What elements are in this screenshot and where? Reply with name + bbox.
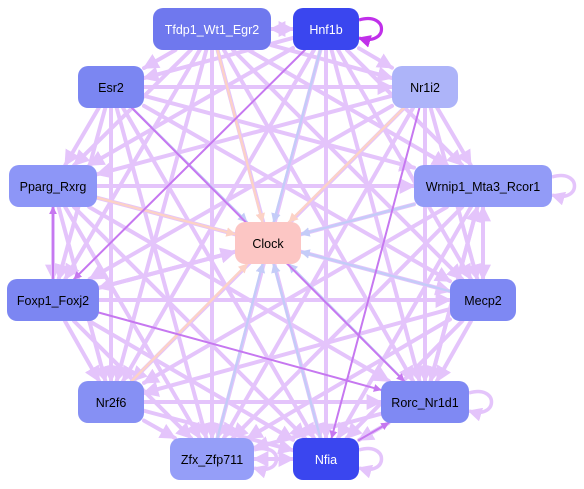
node-wrnip1: Wrnip1_Mta3_Rcor1 [414,165,552,207]
node-esr2: Esr2 [78,66,144,108]
node-foxp1: Foxp1_Foxj2 [7,279,99,321]
node-label-zfx: Zfx_Zfp711 [181,453,243,467]
node-nr2f6: Nr2f6 [78,381,144,423]
node-label-foxp1: Foxp1_Foxj2 [17,294,89,308]
node-box-pparg [9,165,97,207]
edge-tfdp1-to-esr2 [142,48,178,71]
self-loop-hnf1b [357,16,384,48]
edge-pparg-to-clock [95,196,237,237]
node-box-nfia [293,438,359,480]
edge-nr1i2-to-wrnip1 [435,106,473,167]
edge-mecp2-to-zfx [245,317,452,440]
edge-layer [45,21,491,467]
self-loop-zfx [252,446,279,479]
node-label-tfdp1: Tfdp1_Wt1_Egr2 [165,23,260,37]
node-label-clock: Clock [252,237,284,251]
edge-nr2f6-to-clock [130,262,249,383]
node-box-rorc [381,381,469,423]
node-box-tfdp1 [153,8,271,50]
edge-nfia-to-rorc [358,422,390,441]
edge-nr1i2-to-zfx [222,106,415,440]
node-box-esr2 [78,66,144,108]
node-box-nr2f6 [78,381,144,423]
node-label-hnf1b: Hnf1b [309,23,342,37]
node-box-foxp1 [7,279,99,321]
node-label-pparg: Pparg_Rxrg [20,180,87,194]
edge-hnf1b-to-clock [271,48,322,224]
node-label-nfia: Nfia [315,453,337,467]
edge-foxp1-to-rorc [98,311,382,392]
node-label-wrnip1: Wrnip1_Mta3_Rcor1 [426,180,540,194]
node-label-esr2: Esr2 [98,81,124,95]
edge-pparg-to-rorc [87,205,391,383]
edge-esr2-to-pparg [63,106,101,167]
edge-hnf1b-to-nr2f6 [121,48,316,383]
edge-foxp1-to-nr2f6 [62,319,102,383]
node-hnf1b: Hnf1b [293,8,359,50]
node-label-nr2f6: Nr2f6 [96,396,127,410]
node-label-mecp2: Mecp2 [464,294,502,308]
edge-nfia-to-clock [271,262,322,440]
edge-nr1i2-to-nfia [329,107,421,439]
edge-nr1i2-to-foxp1 [87,103,394,281]
node-box-wrnip1 [414,165,552,207]
edge-wrnip1-to-clock [299,203,416,237]
edge-tfdp1-to-clock [216,48,265,224]
node-mecp2: Mecp2 [450,279,516,321]
self-loop-rorc [467,389,494,422]
node-box-mecp2 [450,279,516,321]
node-box-hnf1b [293,8,359,50]
edge-hnf1b-to-nr1i2 [357,46,394,70]
edge-esr2-to-wrnip1 [142,93,416,172]
node-clock: Clock [235,222,301,264]
node-rorc: Rorc_Nr1d1 [381,381,469,423]
node-box-clock [235,222,301,264]
self-loop-wrnip1 [550,173,577,206]
edge-nr2f6-to-zfx [142,418,177,440]
node-nfia: Nfia [293,438,359,480]
node-zfx: Zfx_Zfp711 [170,438,254,480]
node-label-rorc: Rorc_Nr1d1 [391,396,458,410]
node-box-nr1i2 [392,66,458,108]
edge-esr2-to-nfia [121,106,316,440]
edge-nr1i2-to-pparg [95,93,394,179]
node-pparg: Pparg_Rxrg [9,165,97,207]
self-loop-layer [252,16,577,479]
edge-mecp2-to-rorc [434,319,474,383]
edge-nr1i2-to-clock [287,106,406,224]
node-label-nr1i2: Nr1i2 [410,81,440,95]
edge-wrnip1-to-nr2f6 [142,205,449,385]
node-nr1i2: Nr1i2 [392,66,458,108]
node-box-zfx [170,438,254,480]
self-loop-nfia [357,446,384,479]
edge-esr2-to-mecp2 [142,103,452,284]
node-tfdp1: Tfdp1_Wt1_Egr2 [153,8,271,50]
